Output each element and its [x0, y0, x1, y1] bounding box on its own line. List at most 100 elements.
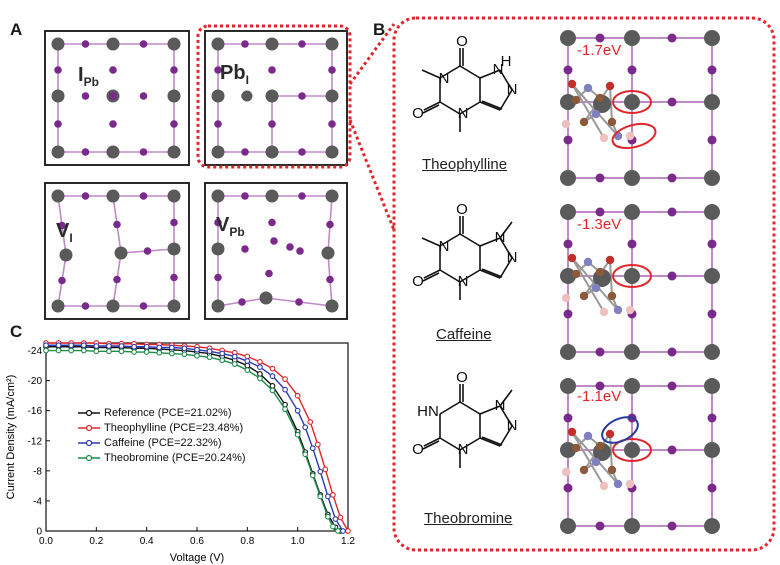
molecule-atom	[625, 305, 635, 315]
y-tick-label: -20	[28, 376, 43, 387]
data-point	[80, 347, 87, 354]
iodine-atom	[298, 148, 306, 156]
y-tick-label: -4	[33, 496, 42, 507]
x-tick-label: 1.0	[291, 536, 305, 547]
iodine-atom	[241, 40, 249, 48]
molecule-bond	[571, 257, 605, 313]
lead-atom	[560, 518, 576, 534]
lead-atom	[624, 378, 640, 394]
x-tick-label: 1.2	[341, 536, 355, 547]
lead-atom	[704, 204, 720, 220]
molecule-atom	[561, 467, 571, 477]
lead-atom	[560, 378, 576, 394]
lead-atom	[211, 145, 225, 159]
iodine-atom	[241, 148, 249, 156]
lead-atom	[51, 89, 65, 103]
interaction-highlight	[612, 438, 652, 462]
iodine-atom	[170, 218, 178, 227]
lead-atom	[106, 189, 120, 203]
molecule-atom	[591, 109, 601, 119]
lead-atom	[624, 344, 640, 360]
iodine-atom	[214, 218, 222, 227]
iodine-atom	[241, 245, 249, 253]
molecule-atom	[571, 269, 581, 279]
nitrogen-label: N	[495, 229, 506, 246]
methyl-bond	[421, 237, 441, 247]
iodine-atom	[170, 273, 178, 282]
molecule-atom	[583, 257, 593, 267]
iodine-atom	[109, 66, 117, 74]
lead-atom	[167, 299, 181, 313]
lead-atom	[321, 246, 335, 260]
lead-atom	[624, 30, 640, 46]
legend-label: Theophylline (PCE=23.48%)	[104, 421, 244, 434]
lead-atom	[265, 37, 279, 51]
molecule-atom	[599, 481, 609, 491]
iodine-atom	[295, 298, 303, 306]
molecule-bond	[571, 83, 605, 139]
iodine-atom	[667, 173, 677, 183]
nitrogen-label: N	[507, 81, 518, 98]
iodine-atom	[595, 521, 605, 531]
lead-atom	[560, 170, 576, 186]
y-axis-label: Current Density (mA/cm²)	[5, 375, 17, 500]
iodine-atom	[707, 309, 717, 319]
iodine-atom	[296, 247, 304, 255]
lead-atom	[211, 37, 225, 51]
molecule-atom	[579, 291, 589, 301]
lead-atom	[211, 242, 225, 256]
molecule-atom	[595, 441, 605, 451]
molecule-name-caffeine: Caffeine	[436, 326, 492, 343]
nitrogen-label: N	[493, 61, 504, 78]
iodine-atom	[81, 40, 90, 48]
defect-lattice-vpb: VPb	[204, 182, 348, 320]
molecule-atom	[599, 307, 609, 317]
defect-label: VPb	[216, 214, 245, 239]
y-tick-label: -24	[28, 346, 43, 357]
iodine-atom	[707, 413, 717, 423]
iodine-atom	[707, 135, 717, 145]
lead-atom	[167, 145, 181, 159]
chemical-bond	[459, 437, 481, 451]
y-tick-label: -12	[28, 436, 43, 447]
y-tick-label: 0	[36, 527, 42, 538]
nitrogen-label: HN	[417, 403, 439, 420]
iodine-atom	[139, 302, 148, 310]
molecule-atom	[595, 93, 605, 103]
lattice-structure	[211, 189, 339, 313]
nitrogen-label: N	[507, 417, 518, 434]
interaction-highlight	[612, 90, 652, 114]
lead-atom	[259, 291, 273, 305]
molecule-atom	[583, 83, 593, 93]
hydrogen-label: H	[501, 53, 512, 70]
panel-label-b: B	[373, 20, 386, 39]
data-point	[93, 343, 100, 349]
data-point	[68, 342, 75, 349]
data-point	[80, 342, 87, 349]
defect-lattice-ipb: IPb	[44, 30, 190, 166]
data-point	[340, 528, 346, 534]
iodine-atom	[667, 521, 677, 531]
data-point	[269, 383, 276, 389]
iodine-atom	[139, 192, 148, 200]
data-point	[325, 513, 331, 520]
defect-lattice-vi: VI	[44, 182, 190, 320]
interaction-highlight	[601, 416, 639, 444]
lead-atom	[704, 170, 720, 186]
lead-atom	[624, 170, 640, 186]
lead-atom	[106, 145, 120, 159]
iodine-atom	[58, 221, 66, 230]
iodine-atom	[109, 120, 117, 128]
data-point	[294, 392, 301, 399]
iodine-atom	[286, 243, 294, 251]
nitrogen-label: N	[495, 397, 506, 414]
carbonyl-bond	[422, 104, 440, 114]
carbonyl-bond	[422, 272, 440, 282]
iodine-atom	[214, 66, 222, 74]
data-point	[335, 528, 341, 534]
data-point	[269, 365, 276, 372]
data-point	[194, 352, 200, 359]
molecule-atom	[567, 253, 577, 263]
legend-label: Theobromine (PCE=20.24%)	[104, 451, 246, 464]
oxygen-label: O	[412, 105, 424, 122]
